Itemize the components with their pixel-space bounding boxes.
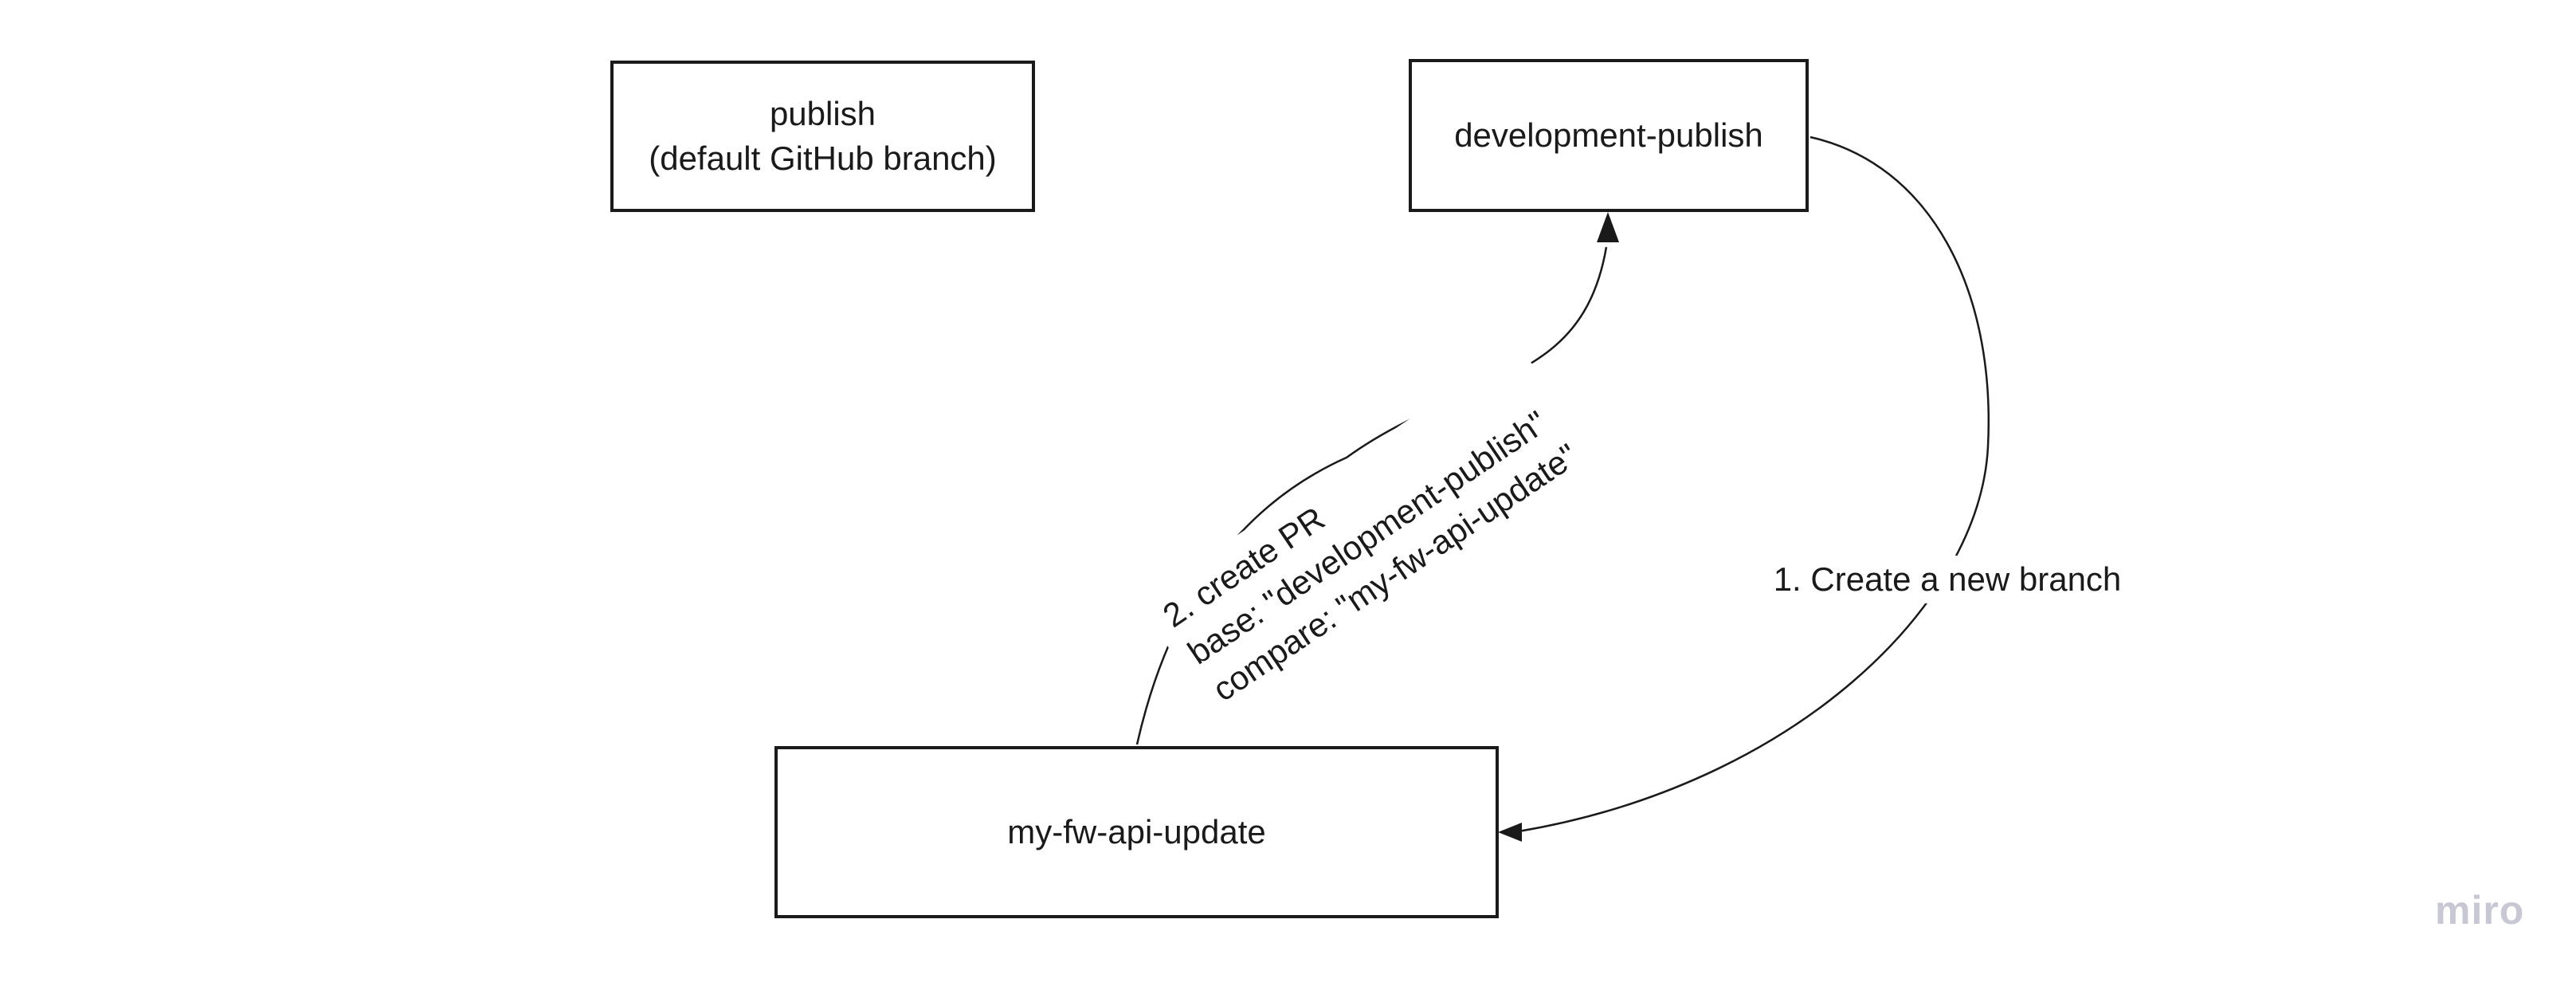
create-pr-label-line2: base: "development-publish": [1181, 403, 1554, 672]
node-my-fw-api-update-branch[interactable]: my-fw-api-update: [774, 746, 1499, 918]
node-publish-label-line2: (default GitHub branch): [649, 139, 997, 177]
node-publish-branch[interactable]: publish (default GitHub branch): [610, 61, 1035, 212]
node-publish-label-line1: publish: [769, 95, 876, 132]
connector-label-create-branch[interactable]: 1. Create a new branch: [1762, 556, 2133, 603]
miro-watermark-logo: miro: [2435, 888, 2525, 933]
node-development-publish-branch[interactable]: development-publish: [1409, 59, 1809, 212]
connector-create-branch-curve[interactable]: [1518, 136, 1990, 833]
connector-create-pr-arrowhead: [1597, 212, 1619, 242]
node-development-publish-label: development-publish: [1454, 116, 1763, 154]
connector-label-create-pr[interactable]: 2. create PR base: "development-publish"…: [1138, 344, 1603, 727]
node-my-fw-api-update-label: my-fw-api-update: [1007, 813, 1266, 850]
connector-create-branch-arrowhead: [1498, 823, 1522, 842]
